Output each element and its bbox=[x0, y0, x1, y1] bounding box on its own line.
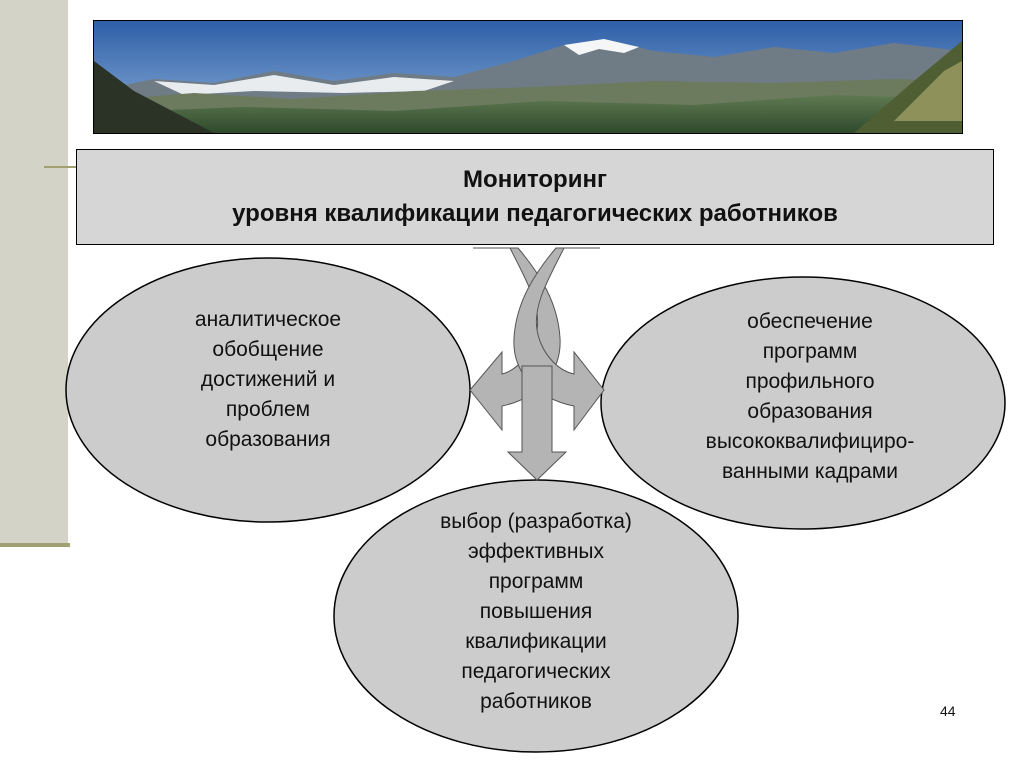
node-bottom-line: программ bbox=[488, 570, 584, 593]
node-left-line: образования bbox=[205, 428, 331, 451]
node-right-ellipse bbox=[600, 276, 1006, 530]
node-bottom-label: выбор (разработка) эффективных программ … bbox=[366, 503, 706, 721]
node-right-line: ванными кадрами bbox=[722, 460, 898, 483]
node-right-line: образования bbox=[747, 400, 873, 423]
node-right-line: профильного bbox=[745, 370, 875, 393]
node-left-line: обобщение bbox=[212, 338, 324, 361]
node-left-line: проблем bbox=[225, 398, 311, 421]
title-line-2: уровня квалификации педагогических работ… bbox=[232, 200, 838, 227]
title-box: Мониторинг уровня квалификации педагогич… bbox=[76, 149, 994, 245]
node-left-label: аналитическое обобщение достижений и про… bbox=[98, 300, 438, 460]
arrow-to-bottom-node bbox=[506, 365, 568, 481]
node-bottom-line: повышения bbox=[479, 600, 593, 623]
title-line-1: Мониторинг bbox=[463, 166, 607, 193]
node-bottom-line: педагогических bbox=[461, 660, 611, 683]
accent-rule-top bbox=[44, 166, 76, 168]
mountain-banner-image bbox=[93, 20, 963, 134]
node-left-line: аналитическое bbox=[194, 308, 342, 331]
node-bottom-line: эффективных bbox=[467, 540, 605, 563]
node-right-line: высококвалифициро- bbox=[705, 430, 915, 453]
node-bottom-line: квалификации bbox=[465, 630, 607, 653]
page-number: 44 bbox=[940, 703, 956, 719]
node-left-line: достижений и bbox=[200, 368, 336, 391]
accent-rule-bottom bbox=[0, 543, 70, 547]
node-right-line: обеспечение bbox=[747, 310, 873, 333]
sidebar-decoration bbox=[0, 0, 68, 545]
node-bottom-line: выбор (разработка) bbox=[440, 510, 632, 533]
node-right-line: программ bbox=[762, 340, 858, 363]
node-bottom-ellipse bbox=[333, 479, 739, 753]
node-right-label: обеспечение программ профильного образов… bbox=[640, 303, 980, 491]
node-bottom-line: работников bbox=[480, 690, 592, 713]
